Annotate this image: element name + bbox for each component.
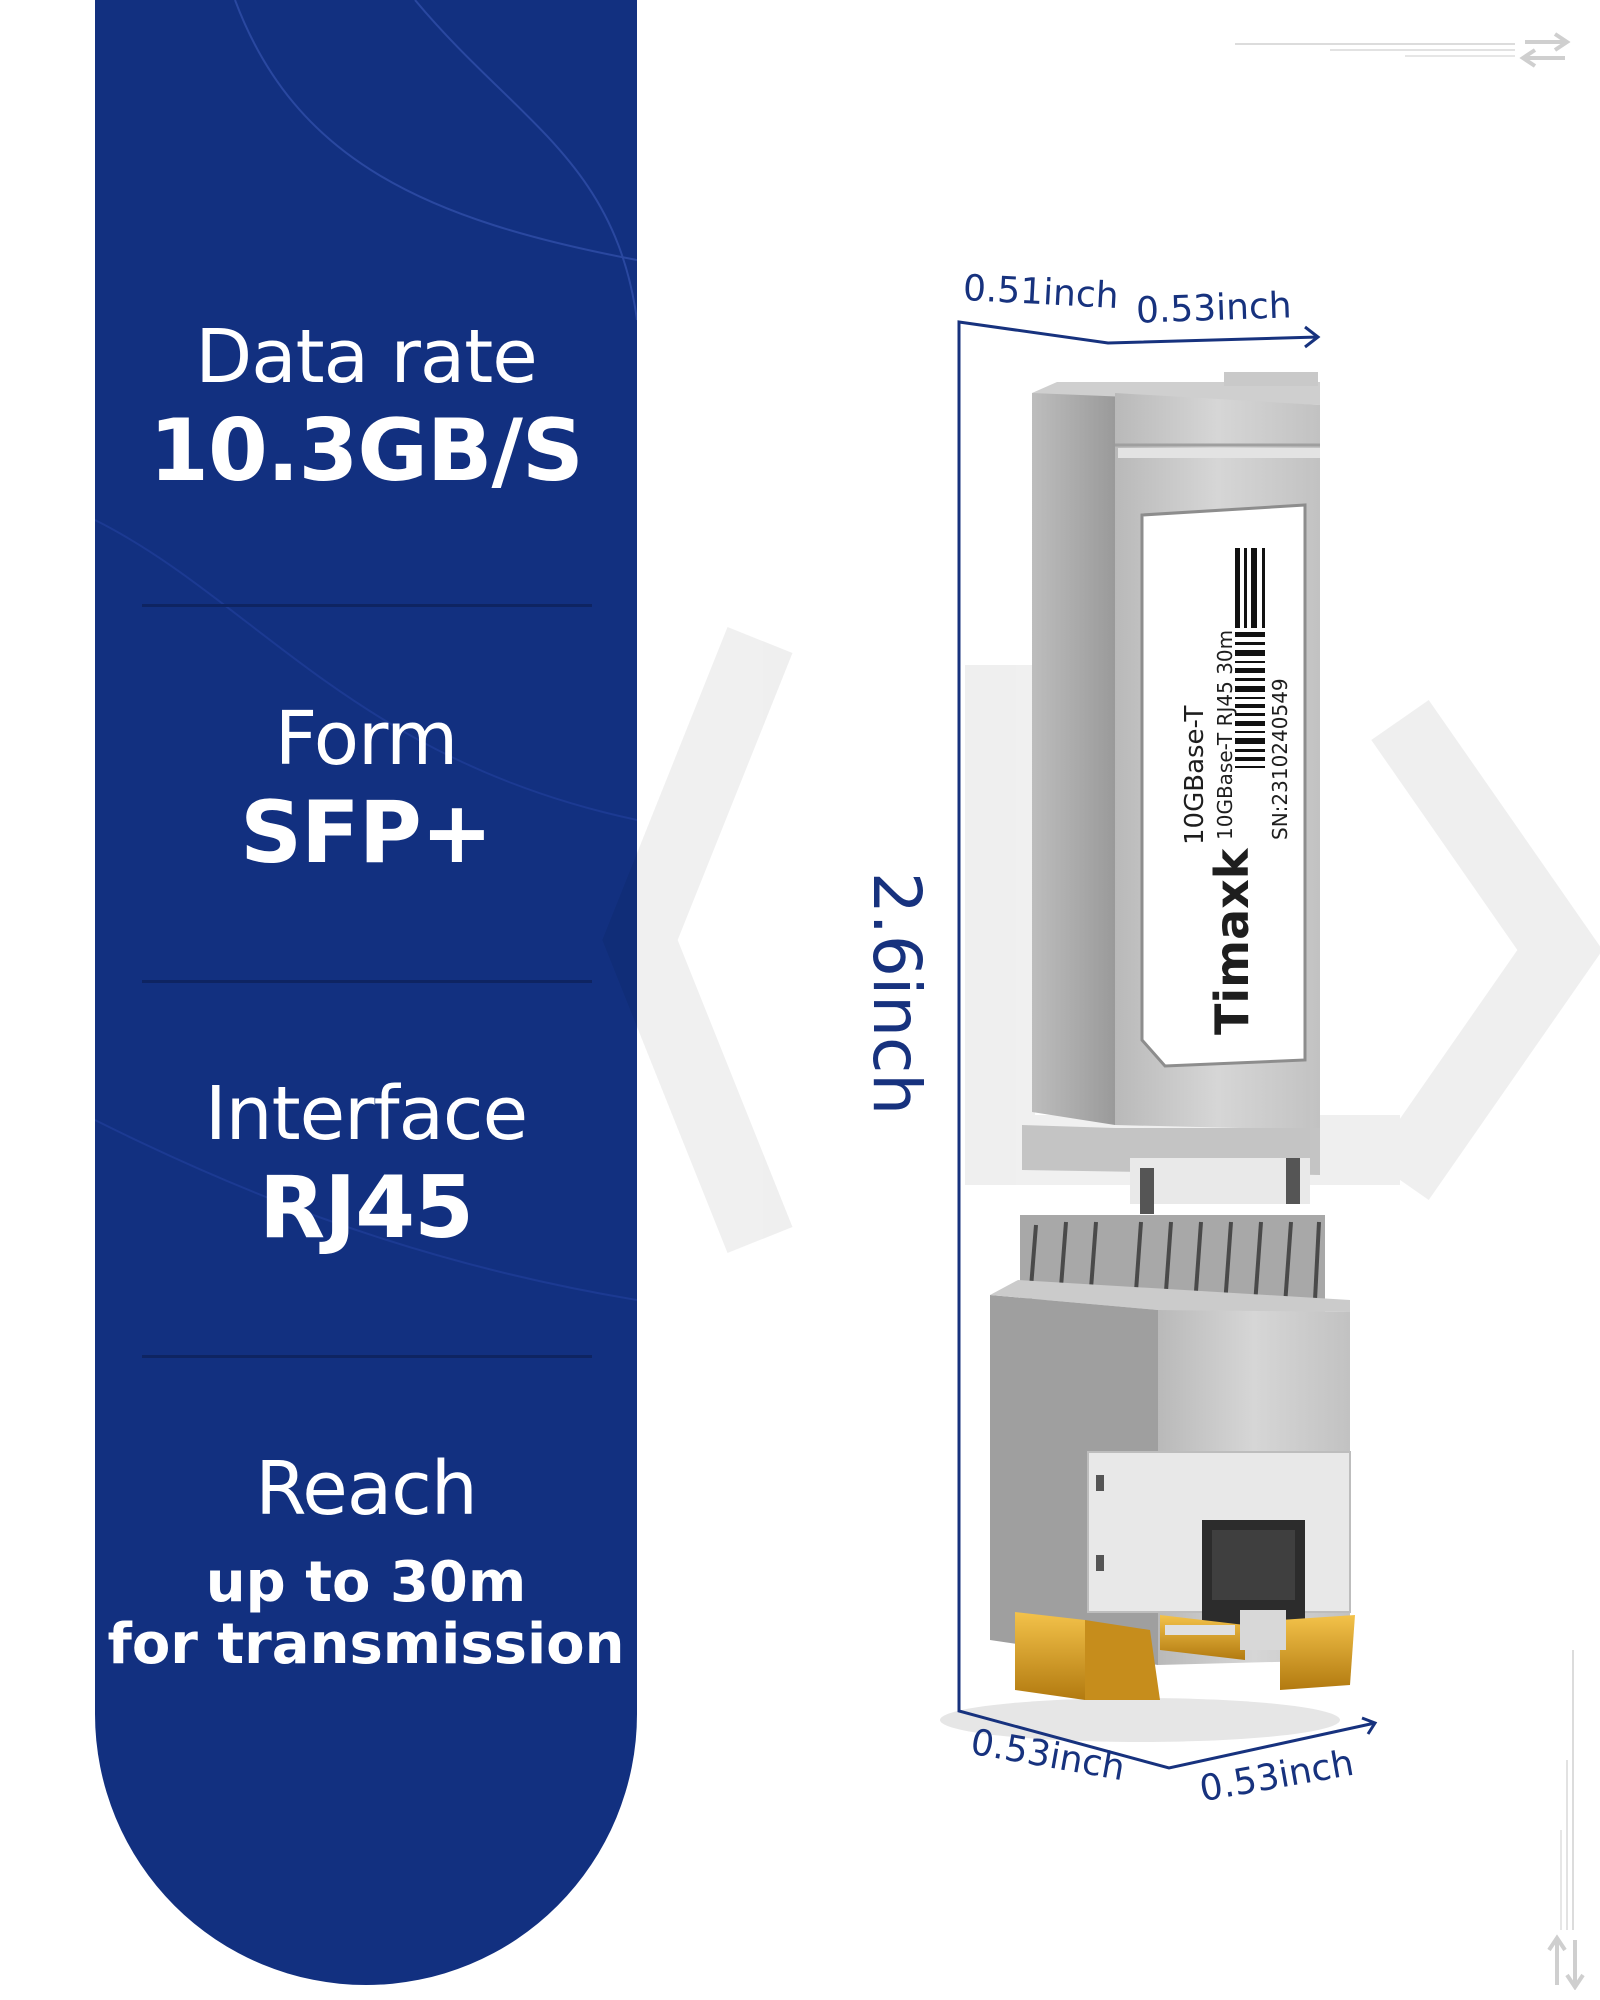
swap-vertical-icon [1547, 1650, 1585, 1990]
dimension-lines [957, 320, 1378, 1770]
spec-value: 10.3GB/S [149, 401, 584, 502]
product-brand: Timaxk [1205, 848, 1259, 1035]
spec-value-line1: up to 30m [205, 1550, 527, 1616]
spec-label: Reach [255, 1446, 478, 1532]
dimension-top-left: 0.51inch [962, 267, 1120, 318]
dimension-top-right: 0.53inch [1135, 285, 1293, 332]
barcode [1235, 548, 1265, 768]
spec-panel: Data rate 10.3GB/S Form SFP+ Interface R… [95, 0, 637, 1985]
spec-data-rate: Data rate 10.3GB/S [95, 314, 637, 503]
spec-label: Interface [204, 1071, 528, 1157]
divider [142, 604, 592, 607]
spec-reach: Reach up to 30m for transmission [95, 1446, 637, 1677]
dimension-height: 2.6inch [858, 871, 936, 1116]
panel-wave-decoration [95, 0, 637, 1301]
spec-label: Data rate [195, 314, 538, 400]
spec-value: SFP+ [240, 783, 493, 884]
spec-form: Form SFP+ [95, 696, 637, 885]
spec-label: Form [274, 696, 458, 782]
product-serial: SN:2310240549 [1268, 678, 1292, 840]
swap-horizontal-icon [1235, 32, 1571, 68]
product-description: 10GBase-T RJ45 30m [1213, 629, 1237, 840]
spec-value: RJ45 [259, 1158, 474, 1259]
divider [142, 980, 592, 983]
divider [142, 1355, 592, 1358]
product-model: 10GBase-T [1180, 705, 1210, 845]
spec-interface: Interface RJ45 [95, 1071, 637, 1260]
spec-value-line2: for transmission [107, 1611, 625, 1677]
